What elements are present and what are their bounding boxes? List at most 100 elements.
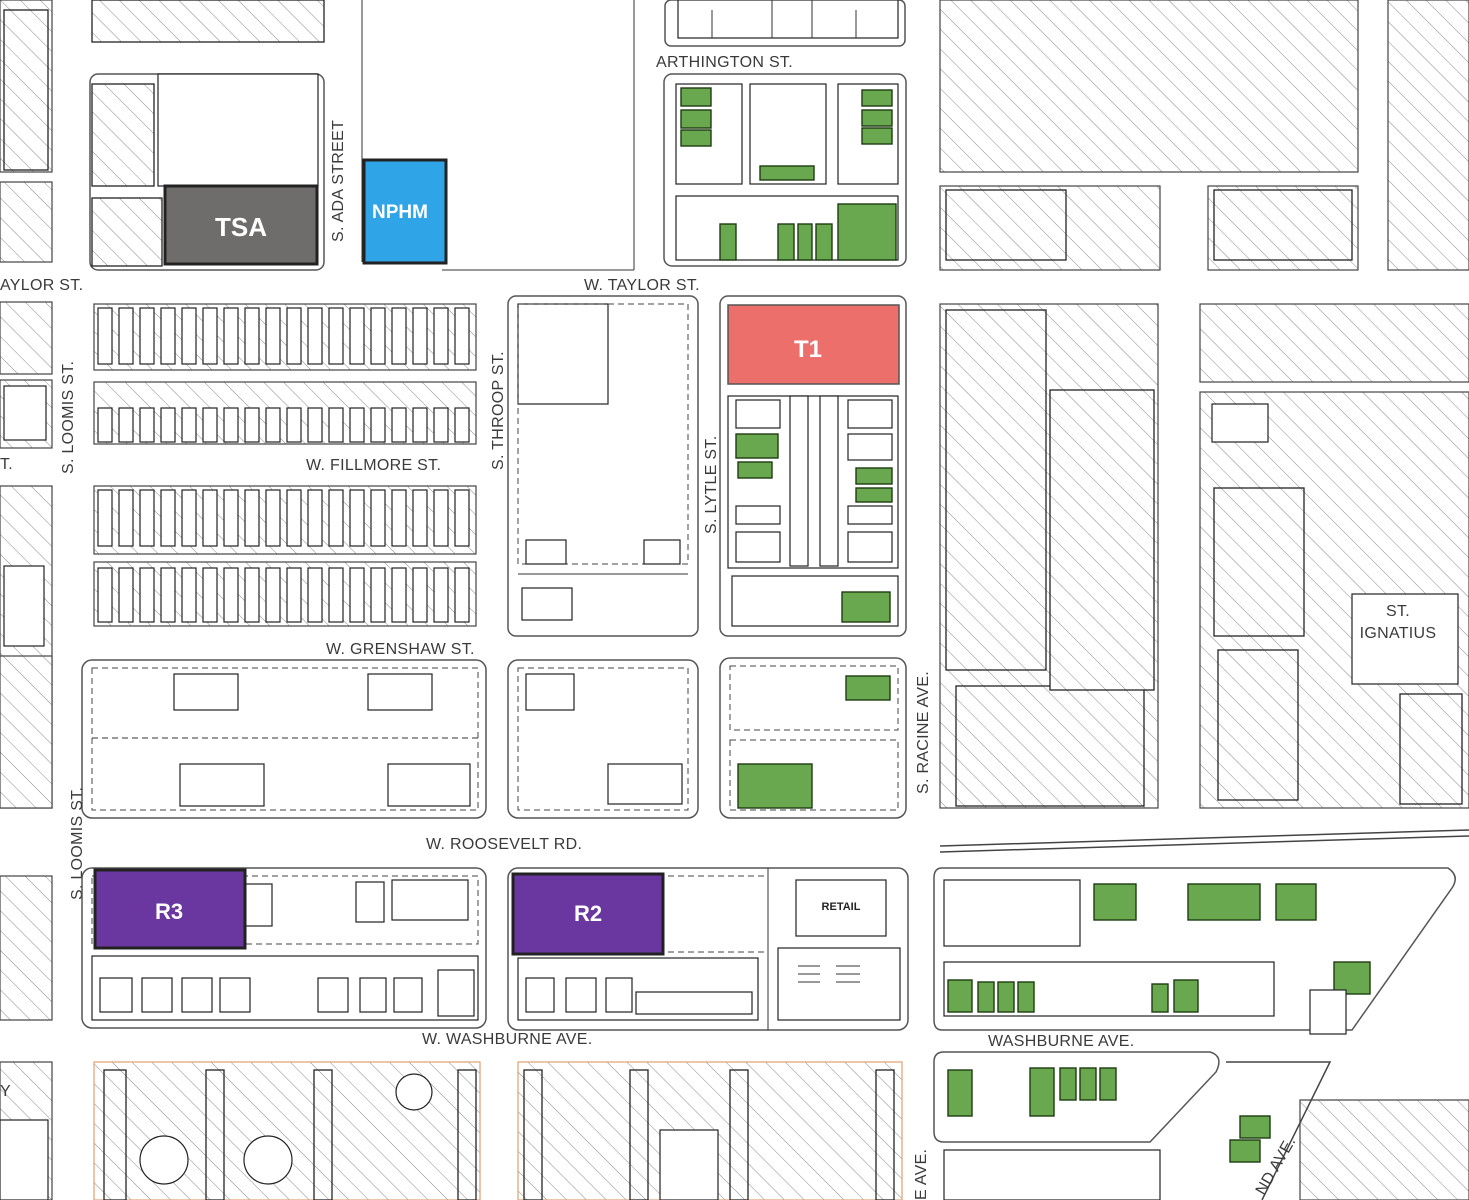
row-house bbox=[202, 567, 218, 623]
row-house bbox=[160, 567, 176, 623]
street-roosevelt-label: W. ROOSEVELT RD. bbox=[426, 836, 582, 853]
row-house bbox=[181, 307, 197, 365]
block-loomis-west bbox=[0, 301, 53, 449]
row-house bbox=[307, 307, 323, 365]
row-house bbox=[265, 567, 281, 623]
row-house bbox=[349, 407, 365, 443]
row-house bbox=[97, 489, 113, 547]
row-house bbox=[160, 407, 176, 443]
row-house bbox=[202, 407, 218, 443]
row-house bbox=[118, 307, 134, 365]
row-house bbox=[160, 307, 176, 365]
row-house bbox=[160, 489, 176, 547]
row-house bbox=[370, 307, 386, 365]
street-ada-label: S. ADA STREET bbox=[330, 120, 347, 242]
parcel-tsa-label: TSA bbox=[215, 212, 267, 242]
row-house bbox=[97, 407, 113, 443]
street-taylor-west-label: AYLOR ST. bbox=[0, 277, 83, 294]
row-house bbox=[433, 489, 449, 547]
retail-parking bbox=[777, 947, 901, 1021]
row-house bbox=[139, 307, 155, 365]
parcel-retail-label: RETAIL bbox=[822, 901, 861, 913]
street-w-washburne-label: W. WASHBURNE AVE. bbox=[422, 1031, 592, 1048]
parcel-t1-label: T1 bbox=[794, 336, 822, 363]
parcel-t1[interactable]: T1 bbox=[727, 304, 900, 385]
row-house bbox=[265, 307, 281, 365]
row-house bbox=[223, 407, 239, 443]
landmark-st-ignatius: ST. IGNATIUS bbox=[1360, 603, 1437, 642]
street-arthington-label: ARTHINGTON ST. bbox=[656, 54, 793, 71]
row-house bbox=[286, 567, 302, 623]
block-top-center bbox=[361, 0, 635, 271]
parcel-r2[interactable]: R2 bbox=[511, 872, 665, 956]
row-house bbox=[391, 567, 407, 623]
row-house bbox=[202, 307, 218, 365]
block-grenshaw-roosevelt-west bbox=[81, 659, 487, 819]
block-bottom-center bbox=[517, 1061, 903, 1200]
street-fillmore-label: W. FILLMORE ST. bbox=[306, 457, 441, 474]
block-top-left bbox=[0, 0, 325, 271]
parcel-r2-label: R2 bbox=[574, 901, 602, 926]
row-house bbox=[349, 489, 365, 547]
row-house bbox=[286, 489, 302, 547]
row-house bbox=[181, 407, 197, 443]
row-house bbox=[244, 407, 260, 443]
row-house bbox=[223, 489, 239, 547]
row-house bbox=[181, 567, 197, 623]
street-grenshaw-label: W. GRENSHAW ST. bbox=[326, 641, 475, 658]
row-house bbox=[244, 489, 260, 547]
block-grenshaw-roosevelt-east bbox=[719, 657, 907, 819]
row-house bbox=[328, 489, 344, 547]
street-loomis-upper-label: S. LOOMIS ST. bbox=[60, 361, 77, 474]
block-grenshaw-roosevelt-center bbox=[507, 659, 699, 819]
row-house bbox=[97, 307, 113, 365]
row-house bbox=[349, 307, 365, 365]
row-house bbox=[118, 407, 134, 443]
row-house bbox=[139, 567, 155, 623]
block-arthington-taylor bbox=[663, 73, 907, 267]
parcel-retail[interactable]: RETAIL bbox=[795, 879, 887, 937]
row-house bbox=[412, 407, 428, 443]
street-racine-lower-label: E AVE. bbox=[913, 1149, 930, 1200]
row-house bbox=[202, 489, 218, 547]
row-house bbox=[349, 567, 365, 623]
landmark-line1: ST. bbox=[1386, 603, 1410, 620]
street-taylor-label: W. TAYLOR ST. bbox=[584, 277, 700, 294]
row-house bbox=[370, 407, 386, 443]
row-house bbox=[391, 407, 407, 443]
row-house bbox=[265, 489, 281, 547]
row-house bbox=[223, 567, 239, 623]
row-house bbox=[433, 567, 449, 623]
row-house bbox=[433, 307, 449, 365]
landmark-line2: IGNATIUS bbox=[1360, 625, 1437, 642]
parcel-nphm[interactable]: NPHM bbox=[362, 158, 448, 265]
row-house bbox=[328, 307, 344, 365]
block-roosevelt-washburne-center bbox=[507, 867, 909, 1031]
street-edge-y-label: Y bbox=[0, 1083, 11, 1100]
row-house bbox=[307, 407, 323, 443]
row-house bbox=[433, 407, 449, 443]
row-house bbox=[370, 489, 386, 547]
block-roosevelt-washburne-west bbox=[81, 867, 487, 1029]
street-racine-label: S. RACINE AVE. bbox=[915, 671, 932, 794]
row-house bbox=[223, 307, 239, 365]
row-house bbox=[97, 567, 113, 623]
row-house bbox=[286, 407, 302, 443]
block-bottom-right bbox=[933, 1051, 1469, 1200]
parcel-tsa[interactable]: TSA bbox=[163, 184, 319, 266]
block-bottom-left: Y bbox=[0, 1061, 481, 1200]
block-top-arthington bbox=[664, 0, 906, 47]
row-house bbox=[454, 307, 470, 365]
block-loomis-lower-west bbox=[0, 655, 53, 1021]
street-throop-label: S. THROOP ST. bbox=[490, 351, 507, 470]
row-house bbox=[139, 407, 155, 443]
block-racine-east bbox=[939, 303, 1469, 809]
row-house bbox=[412, 307, 428, 365]
block-lytle-racine bbox=[719, 295, 907, 637]
parcel-r3[interactable]: R3 bbox=[93, 868, 247, 950]
row-house bbox=[118, 489, 134, 547]
row-house bbox=[307, 489, 323, 547]
row-house bbox=[454, 489, 470, 547]
block-taylor-fillmore bbox=[93, 303, 477, 445]
